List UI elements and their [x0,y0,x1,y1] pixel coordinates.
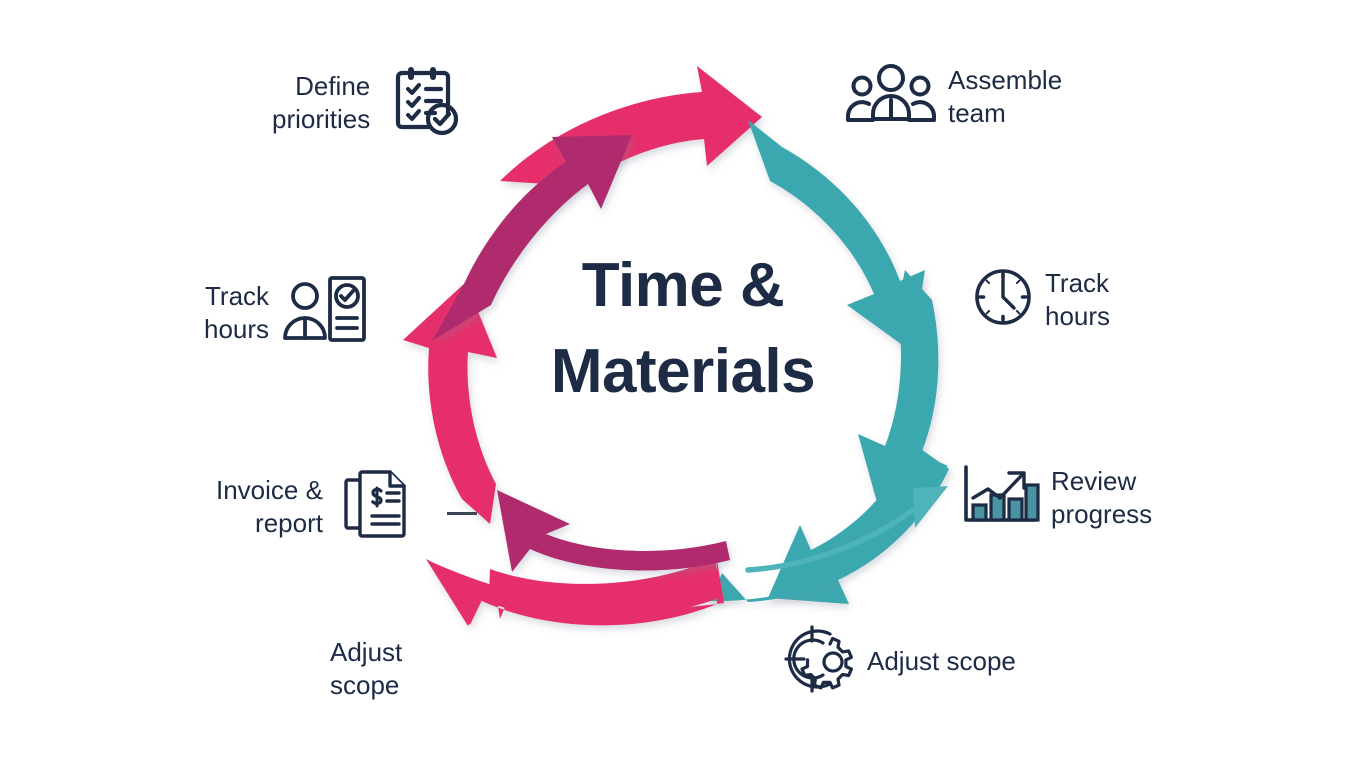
node-adjust-scope-left-label: Adjust scope [330,637,403,700]
arrow-lower-right-teal [768,447,949,604]
arrow-bottom-pink [426,558,724,626]
node-track-hours-left[interactable]: Track hours [204,272,374,353]
arrow-upper-left-plum [432,135,632,341]
person-timesheet-icon [280,272,374,353]
node-review-progress-label: Review progress [1051,466,1153,529]
node-assemble-team[interactable]: Assemble team [845,58,1062,135]
arrow-left-pink [403,282,497,524]
arrow-bottom-left-plum [497,490,730,572]
node-assemble-team-label: Assemble team [948,65,1063,128]
node-invoice-report[interactable]: Invoice & report [216,466,477,547]
node-adjust-scope-left[interactable]: Adjust scope [330,636,402,701]
clipboard-checklist-icon [381,58,465,147]
bar-chart-growth-icon [958,462,1040,533]
node-invoice-report-label: Invoice & report [216,475,323,538]
team-group-icon [845,58,937,135]
node-adjust-scope-right-label: Adjust scope [867,646,1016,677]
target-gear-icon [782,622,856,701]
clock-icon [972,266,1034,333]
node-adjust-scope-right[interactable]: Adjust scope [782,622,1016,701]
invoice-document-icon [334,466,424,547]
node-track-hours-left-label: Track hours [204,281,270,344]
arrow-right-teal [858,270,948,513]
node-review-progress[interactable]: Review progress [958,462,1152,533]
node-define-priorities[interactable]: Define priorities [272,58,465,147]
node-define-priorities-label: Define priorities [272,71,371,134]
node-track-hours-right[interactable]: Track hours [972,266,1110,333]
page-title: Time & Materials [550,251,816,406]
arrow-thin-curve-teal [745,486,948,573]
node-track-hours-right-label: Track hours [1045,268,1111,331]
invoice-connector-dash [446,512,477,515]
arrow-upper-right-teal [748,120,925,352]
